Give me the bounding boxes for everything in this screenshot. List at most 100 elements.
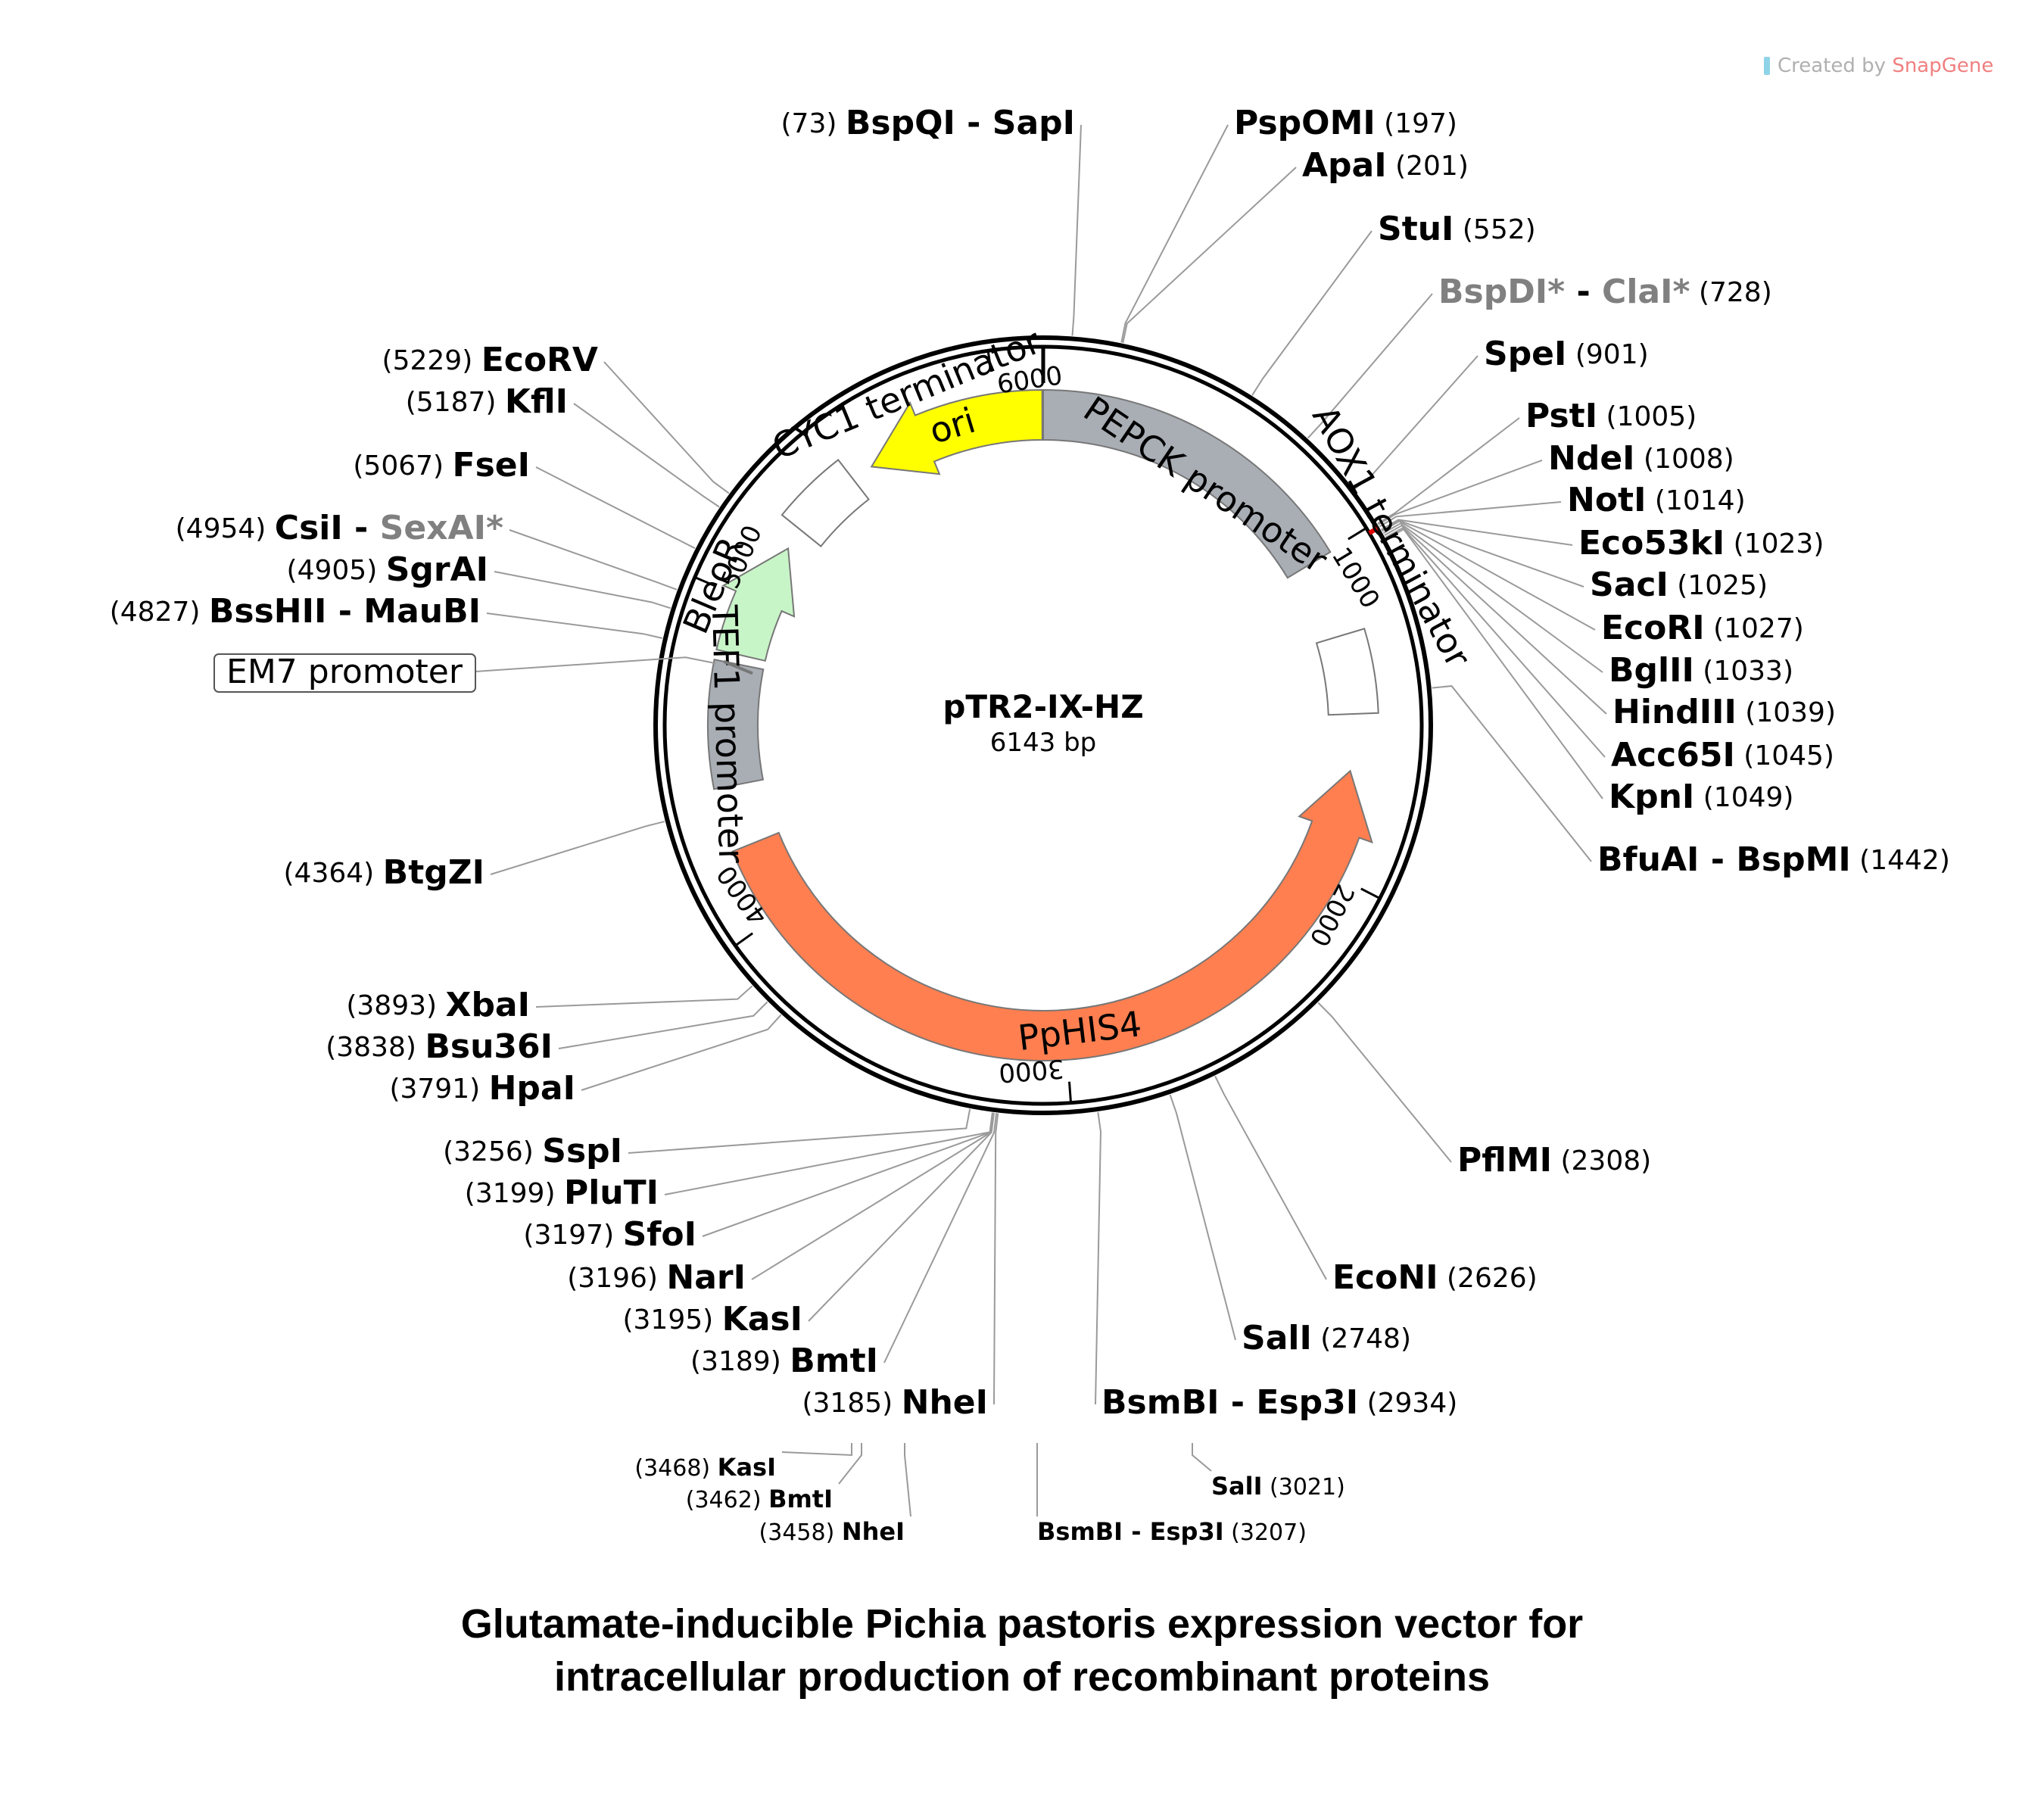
cut-site-position: (1442) <box>1851 845 1950 876</box>
ghost-enzyme: KasI <box>718 1453 776 1482</box>
feature-label: AOX1 terminator <box>1304 399 1478 674</box>
cut-site-leader <box>1095 1111 1101 1405</box>
cut-site-leader <box>664 1112 993 1195</box>
cut-site-position: (1027) <box>1705 613 1804 644</box>
cut-site-leader <box>1382 522 1603 673</box>
feature-shape <box>870 388 1043 475</box>
ghost-cut-site-label: (3462) BmtI <box>686 1485 833 1513</box>
cut-site-label: NdeI (1008) <box>1548 439 1734 478</box>
cut-site-position: (197) <box>1376 108 1457 139</box>
cut-site-label: (3256) SspI <box>443 1132 622 1170</box>
cut-site-position: (5067) <box>353 450 452 482</box>
cut-site-label: (4954) CsiI - SexAI* <box>176 509 503 547</box>
cut-site-enzyme: SapI <box>992 104 1075 142</box>
cut-site-enzyme: HpaI <box>489 1069 575 1108</box>
cut-site-position: (5187) <box>406 387 505 418</box>
cut-site-label: BfuAI - BspMI (1442) <box>1597 840 1950 879</box>
cut-site-label: (3189) BmtI <box>690 1342 878 1380</box>
feature-label: TEF1 promoter <box>704 603 752 863</box>
cut-site-enzyme: EcoRI <box>1601 609 1705 647</box>
cut-site-enzyme: NotI <box>1567 481 1646 519</box>
cut-site-label: (3199) PluTI <box>465 1173 659 1212</box>
cut-site-label: PflMI (2308) <box>1457 1141 1651 1180</box>
cut-site-enzyme: Bsu36I <box>425 1027 553 1066</box>
ghost-position: (3207) <box>1224 1519 1307 1546</box>
ghost-leader <box>781 1442 852 1457</box>
cut-site-enzyme: NarI <box>666 1258 746 1297</box>
feature-shape <box>731 769 1373 1061</box>
cut-site-enzyme: SspI <box>542 1132 622 1170</box>
cut-site-enzyme: MauBI <box>363 592 481 631</box>
ghost-cut-site-label: BsmBI - Esp3I (3207) <box>1037 1517 1307 1546</box>
tick-mark <box>1348 528 1366 541</box>
em7-marker <box>723 659 753 675</box>
cut-site-leader <box>1382 520 1596 631</box>
cut-site-leader <box>535 466 696 550</box>
cut-site-label: EcoNI (2626) <box>1332 1258 1538 1297</box>
ghost-crop-band <box>560 1442 1514 1443</box>
cut-site-label: StuI (552) <box>1378 210 1536 248</box>
ghost-position: (3021) <box>1263 1474 1345 1501</box>
caption-line-2: intracellular production of recombinant … <box>553 1654 1491 1700</box>
plasmid-length: 6143 bp <box>990 728 1097 758</box>
cut-site-position: (1014) <box>1646 485 1745 516</box>
cut-site-leader <box>1377 417 1520 525</box>
cut-site-label: (4364) BtgZI <box>284 853 485 892</box>
cut-site-leader <box>1432 685 1592 862</box>
cut-site-label: Acc65I (1045) <box>1611 736 1834 774</box>
cut-site-leader <box>573 403 720 508</box>
feature-shape <box>781 458 870 547</box>
cut-site-label: Eco53kI (1023) <box>1578 524 1824 563</box>
cut-site-enzyme: SexAI* <box>380 509 503 547</box>
cut-site-leader <box>628 1108 971 1154</box>
cut-site-enzyme: EcoNI <box>1332 1258 1438 1297</box>
cut-site-label: BglII (1033) <box>1609 651 1793 690</box>
feature-shape <box>707 659 765 790</box>
ghost-leader <box>1192 1442 1212 1472</box>
cut-site-leader <box>1071 124 1082 336</box>
cut-site-leader <box>993 1113 999 1405</box>
cut-site-label: (5229) EcoRV <box>382 341 598 379</box>
cut-site-enzyme: BspDI* <box>1438 273 1565 311</box>
ghost-cut-site-label: SalI (3021) <box>1211 1472 1345 1501</box>
cut-site-enzyme: BmtI <box>790 1342 878 1380</box>
feature-shape <box>1042 388 1332 579</box>
ghost-enzyme: NheI <box>842 1517 905 1546</box>
cut-site-leader <box>1385 526 1606 758</box>
cut-site-position: (1025) <box>1669 570 1768 601</box>
cut-site-position: (2748) <box>1312 1323 1411 1354</box>
cut-site-enzyme: NheI <box>902 1383 988 1422</box>
em7-label: EM7 promoter <box>226 653 463 691</box>
ghost-position: (3458) <box>759 1519 842 1546</box>
cut-site-enzyme: BspQI <box>846 104 955 142</box>
ghost-position: (3462) <box>686 1487 768 1513</box>
cut-site-enzyme: EcoRV <box>481 341 598 379</box>
cut-site-leader <box>883 1113 998 1364</box>
feature-label: PEPCK promoter <box>1077 388 1335 581</box>
tick-label: 1000 <box>1326 542 1385 614</box>
cut-site-enzyme: CsiI <box>275 509 343 547</box>
ghost-enzyme: SalI <box>1211 1472 1263 1501</box>
plasmid-name: pTR2-IX-HZ <box>943 688 1143 725</box>
cut-site-label: (3791) HpaI <box>389 1069 575 1108</box>
cut-site-label: PstI (1005) <box>1525 397 1697 435</box>
cut-site-enzyme: Esp3I <box>1256 1383 1358 1422</box>
ghost-leader <box>904 1442 911 1517</box>
cut-site-position: (3196) <box>567 1263 666 1294</box>
tick-mark <box>736 932 754 946</box>
cut-site-leader <box>486 612 663 639</box>
watermark-prefix: Created by <box>1778 55 1893 77</box>
cut-site-position: (2934) <box>1358 1388 1457 1419</box>
cut-site-enzyme: NdeI <box>1548 439 1635 478</box>
backbone-inner-ring <box>662 344 1424 1106</box>
cut-site-label: (4905) SgrAI <box>287 550 488 589</box>
cut-site-position: (3838) <box>326 1032 425 1063</box>
cut-site-enzyme: PspOMI <box>1234 104 1376 142</box>
cut-site-label: BsmBI - Esp3I (2934) <box>1101 1383 1457 1422</box>
cut-site-enzyme: ClaI* <box>1602 273 1690 311</box>
snapgene-logo-icon <box>1764 57 1770 75</box>
cut-site-enzyme: BfuAI <box>1597 840 1699 879</box>
cut-site-label: SalI (2748) <box>1242 1319 1411 1357</box>
